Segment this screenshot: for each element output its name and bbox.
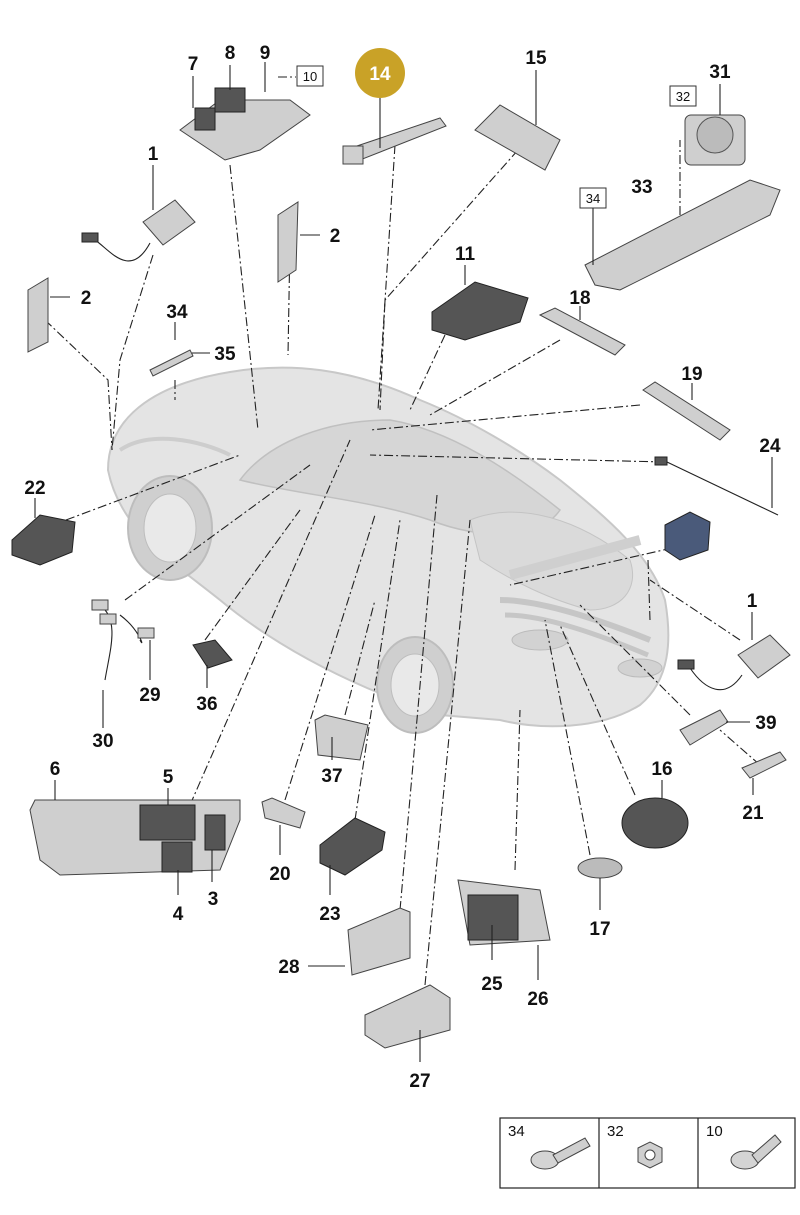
callout-8[interactable]: 8 bbox=[225, 43, 236, 64]
callout-2[interactable]: 2 bbox=[81, 288, 92, 309]
part-1b[interactable] bbox=[677, 634, 791, 691]
callout-15[interactable]: 15 bbox=[525, 48, 547, 69]
part-sensor-rear[interactable] bbox=[664, 511, 711, 561]
callout-18[interactable]: 18 bbox=[569, 288, 590, 309]
callout-4[interactable]: 4 bbox=[173, 904, 184, 925]
part-18[interactable] bbox=[538, 307, 626, 356]
callout-11[interactable]: 11 bbox=[455, 244, 476, 265]
flange-bolt-icon bbox=[530, 1137, 591, 1170]
callout-9[interactable]: 9 bbox=[260, 43, 271, 64]
callout-34[interactable]: 34 bbox=[166, 302, 188, 323]
part-33[interactable] bbox=[584, 179, 781, 291]
part-15[interactable] bbox=[474, 104, 561, 171]
part-console[interactable] bbox=[29, 799, 241, 876]
parts bbox=[11, 87, 791, 1049]
callout-36[interactable]: 36 bbox=[196, 694, 217, 715]
callout-2[interactable]: 2 bbox=[330, 226, 341, 247]
part-22[interactable] bbox=[11, 514, 76, 566]
part-35[interactable] bbox=[149, 349, 194, 377]
callout-7[interactable]: 7 bbox=[188, 54, 199, 75]
part-24[interactable] bbox=[654, 456, 779, 516]
part-actuator-group[interactable] bbox=[179, 87, 311, 161]
callout-ticks bbox=[34, 62, 773, 1062]
callout-31[interactable]: 31 bbox=[709, 62, 731, 83]
hardware-legend: 34 32 10 bbox=[499, 1117, 796, 1189]
part-19[interactable] bbox=[642, 381, 731, 441]
callout-37[interactable]: 37 bbox=[321, 766, 342, 787]
part-20[interactable] bbox=[261, 797, 306, 829]
torx-screw-icon bbox=[730, 1134, 782, 1170]
callout-24[interactable]: 24 bbox=[759, 436, 781, 457]
callout-22[interactable]: 22 bbox=[24, 478, 45, 499]
callout-19[interactable]: 19 bbox=[681, 364, 702, 385]
callout-33[interactable]: 33 bbox=[631, 177, 652, 198]
callout-29[interactable]: 29 bbox=[139, 685, 160, 706]
callout-23[interactable]: 23 bbox=[319, 904, 340, 925]
part-14[interactable] bbox=[342, 117, 447, 165]
part-16[interactable] bbox=[621, 797, 689, 849]
part-21[interactable] bbox=[741, 751, 787, 779]
part-23[interactable] bbox=[319, 817, 386, 876]
part-28[interactable] bbox=[347, 907, 411, 976]
callout-1[interactable]: 1 bbox=[747, 591, 758, 612]
part-1a[interactable] bbox=[81, 199, 196, 262]
part-37[interactable] bbox=[314, 714, 369, 761]
boxed-ref-32[interactable]: 32 bbox=[676, 89, 690, 104]
part-29-30[interactable] bbox=[91, 599, 155, 681]
callout-25[interactable]: 25 bbox=[481, 974, 503, 995]
callout-5[interactable]: 5 bbox=[163, 767, 174, 788]
callout-27[interactable]: 27 bbox=[409, 1071, 430, 1092]
part-2b[interactable] bbox=[27, 277, 49, 353]
callout-26[interactable]: 26 bbox=[527, 989, 548, 1010]
part-11[interactable] bbox=[431, 281, 529, 341]
highlight-number: 14 bbox=[369, 64, 391, 85]
part-39[interactable] bbox=[679, 709, 729, 746]
boxed-refs: 10 32 34 bbox=[296, 65, 697, 209]
callout-21[interactable]: 21 bbox=[742, 803, 764, 824]
highlight-callout-14[interactable]: 14 bbox=[355, 48, 405, 98]
part-2a[interactable] bbox=[277, 201, 299, 283]
callout-28[interactable]: 28 bbox=[278, 957, 299, 978]
highlight-circle bbox=[355, 48, 405, 98]
part-27[interactable] bbox=[364, 984, 451, 1049]
part-25-26[interactable] bbox=[457, 879, 551, 946]
callout-30[interactable]: 30 bbox=[92, 731, 113, 752]
callout-3[interactable]: 3 bbox=[208, 889, 219, 910]
callout-1[interactable]: 1 bbox=[148, 144, 159, 165]
boxed-ref-10[interactable]: 10 bbox=[303, 69, 317, 84]
hex-nut-icon bbox=[637, 1141, 663, 1169]
part-31[interactable] bbox=[684, 114, 746, 166]
callout-6[interactable]: 6 bbox=[50, 759, 61, 780]
callout-39[interactable]: 39 bbox=[755, 713, 776, 734]
legend-number-34: 34 bbox=[508, 1123, 525, 1140]
callout-35[interactable]: 35 bbox=[214, 344, 236, 365]
legend-number-10: 10 bbox=[706, 1123, 723, 1140]
part-36[interactable] bbox=[192, 639, 233, 669]
callout-labels: 1 1 2 2 3 4 5 6 7 8 9 11 15 16 17 18 19 … bbox=[24, 43, 781, 1092]
part-17[interactable] bbox=[577, 857, 623, 879]
car-body bbox=[106, 366, 670, 734]
callout-16[interactable]: 16 bbox=[651, 759, 672, 780]
boxed-ref-34[interactable]: 34 bbox=[586, 191, 600, 206]
callout-17[interactable]: 17 bbox=[589, 919, 610, 940]
legend-number-32: 32 bbox=[607, 1123, 624, 1140]
callout-20[interactable]: 20 bbox=[269, 864, 290, 885]
